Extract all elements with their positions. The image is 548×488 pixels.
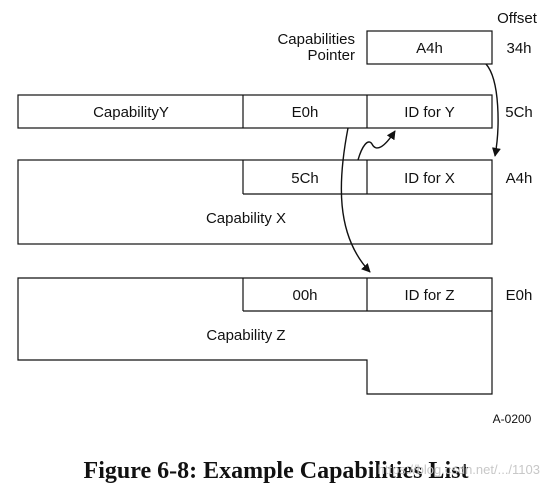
figure-id: A-0200 (493, 412, 532, 426)
pointer-value: A4h (416, 40, 443, 57)
capability-y-next-pointer: E0h (292, 104, 319, 121)
capability-x-box (17, 159, 493, 245)
capability-z-box (17, 277, 493, 395)
capability-y-name: CapabilityY (93, 104, 169, 121)
pointer-label-line2: Pointer (307, 47, 355, 64)
capability-y-box (17, 94, 493, 129)
capability-z-id: ID for Z (404, 287, 454, 304)
pointer-offset: 34h (506, 40, 531, 57)
watermark: https://blog.csdn.net/.../1103 (378, 462, 540, 477)
pointer-label-line1: Capabilities (277, 31, 355, 48)
x-to-y-arrow (357, 130, 396, 161)
capability-x-offset: A4h (506, 170, 533, 187)
pointer-to-x-arrow (485, 63, 501, 157)
capability-x-name: Capability X (206, 210, 286, 227)
pointer-register-box (366, 30, 493, 65)
capability-x-id: ID for X (404, 170, 455, 187)
y-to-z-arrow (340, 127, 371, 273)
figure-caption: Figure 6-8: Example Capabilities List (84, 458, 469, 484)
offset-heading: Offset (497, 10, 538, 27)
capability-y-id: ID for Y (404, 104, 455, 121)
capability-y-offset: 5Ch (505, 104, 533, 121)
capability-z-next-pointer: 00h (292, 287, 317, 304)
capability-z-name: Capability Z (206, 327, 285, 344)
capability-z-offset: E0h (506, 287, 533, 304)
capability-x-next-pointer: 5Ch (291, 170, 319, 187)
